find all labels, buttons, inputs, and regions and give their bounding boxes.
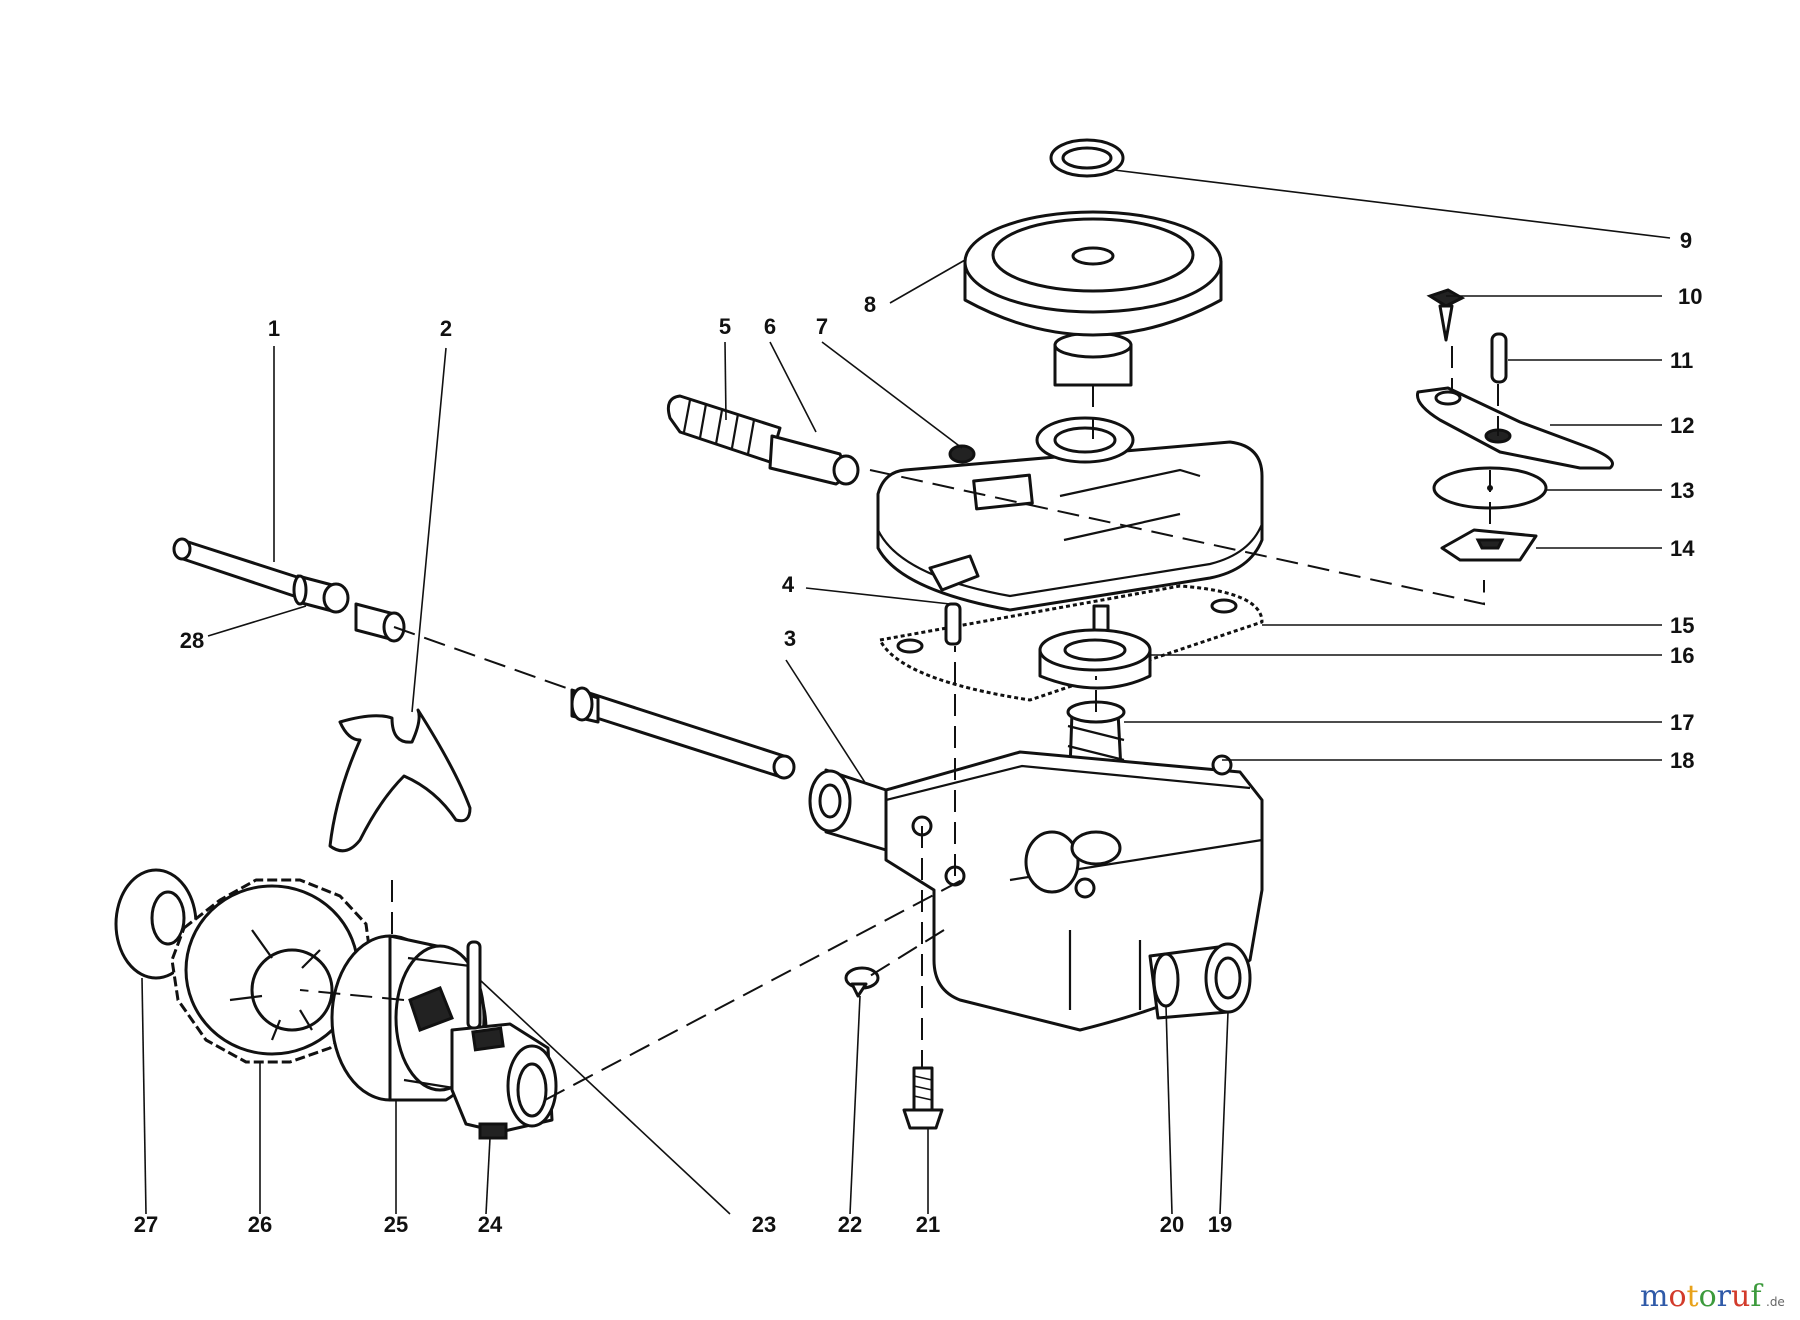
watermark-letter: t [1687,1279,1699,1314]
callouts: 1 2 3 4 5 6 7 8 9 10 11 12 13 14 15 16 1… [134,228,1703,1237]
watermark-letter: o [1668,1279,1686,1314]
watermark-letter: f [1750,1279,1763,1314]
part-23-roll-pin [466,940,482,1030]
callout-27: 27 [134,1212,158,1237]
part-14-square-pad [1440,528,1538,562]
callout-20: 20 [1160,1212,1184,1237]
part-22-small-screw [844,966,880,998]
watermark-letter: o [1699,1279,1717,1314]
callout-12: 12 [1670,413,1694,438]
callout-25: 25 [384,1212,408,1237]
part-9-seal-ring [1049,138,1125,178]
part-24-clutch-sleeve [408,986,558,1140]
callout-1: 1 [268,316,280,341]
callout-4: 4 [782,572,795,597]
callout-13: 13 [1670,478,1694,503]
callout-21: 21 [916,1212,940,1237]
part-11-pin [1490,332,1508,384]
part-5-spring [666,394,782,464]
part-12-lever-plate [1415,386,1614,470]
part-28-collar [292,574,600,724]
callout-28: 28 [180,628,204,653]
part-8-pulley [963,210,1223,387]
part-1-shaft [172,537,796,780]
callout-18: 18 [1670,748,1694,773]
callout-9: 9 [1680,228,1692,253]
leader-lines [141,169,1671,1215]
part-26-gear [170,878,374,1064]
watermark-letter: m [1640,1279,1668,1314]
callout-10: 10 [1678,284,1702,309]
callout-7: 7 [816,314,828,339]
callout-5: 5 [719,314,731,339]
part-19-20-side-bushing [1148,942,1252,1020]
part-10-screw [1426,288,1466,342]
callout-16: 16 [1670,643,1694,668]
callout-6: 6 [764,314,776,339]
callout-22: 22 [838,1212,862,1237]
part-2-shift-fork [328,708,472,853]
watermark-letter: r [1717,1279,1732,1314]
part-6-plunger [768,434,860,486]
callout-8: 8 [864,292,876,317]
callout-26: 26 [248,1212,272,1237]
assembly-lines [299,346,1499,1101]
watermark-tld: .de [1766,1295,1785,1309]
watermark-brand: motoruf [1640,1279,1763,1314]
callout-3: 3 [784,626,796,651]
callout-23: 23 [752,1212,776,1237]
part-3-bushing [808,768,888,852]
part-21-bolt [902,1066,944,1130]
callout-11: 11 [1670,348,1693,373]
housing-cover [876,416,1264,612]
callout-15: 15 [1670,613,1694,638]
part-4-dowel [944,602,962,646]
callout-2: 2 [440,316,452,341]
part-16-bearing [1038,604,1152,690]
callout-19: 19 [1208,1212,1232,1237]
part-7-plug [948,444,976,464]
watermark-letter: u [1731,1279,1750,1314]
callout-14: 14 [1670,536,1695,561]
callout-17: 17 [1670,710,1694,735]
watermark: motoruf .de [1640,1279,1785,1314]
callout-24: 24 [478,1212,503,1237]
